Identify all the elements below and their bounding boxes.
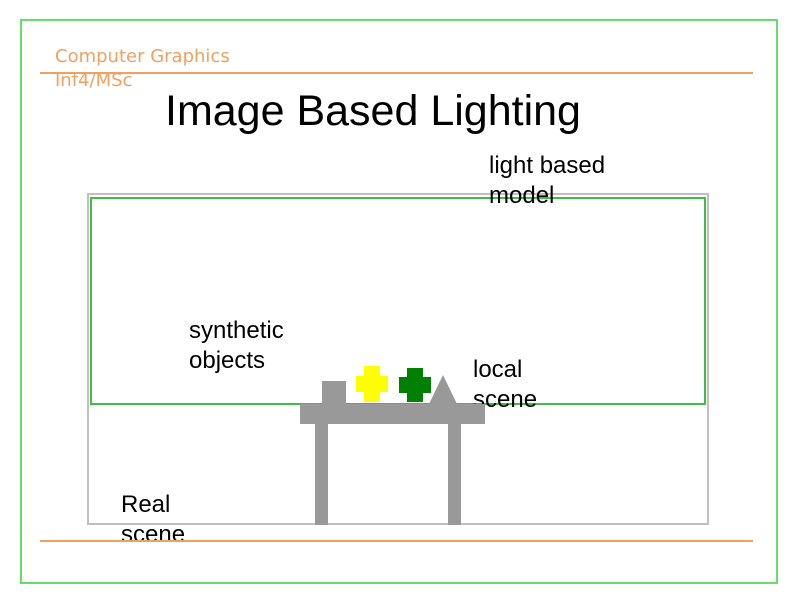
gray-cone-object — [429, 375, 457, 404]
footer-rule — [40, 540, 753, 542]
green-cross-object — [399, 368, 431, 402]
local-scene-label: local scene — [473, 356, 538, 413]
green-cross-horizontal — [399, 377, 431, 393]
real-scene-label: Real scene — [121, 491, 186, 548]
course-title: Computer Graphics Inf4/MSc — [55, 46, 230, 91]
gray-cube-object — [322, 381, 346, 405]
table-top — [300, 404, 485, 424]
header-rule — [40, 72, 753, 74]
slide-title: Image Based Lighting — [165, 87, 581, 135]
table-leg-right — [448, 424, 461, 525]
light-based-model-label: light based model — [489, 152, 606, 209]
yellow-cross-horizontal — [356, 376, 388, 392]
table-leg-left — [315, 424, 328, 525]
synthetic-objects-label: synthetic objects — [189, 317, 284, 374]
light-model-box — [90, 197, 706, 405]
yellow-cross-object — [356, 366, 388, 402]
real-scene-box — [87, 193, 709, 525]
slide-frame — [20, 19, 778, 584]
